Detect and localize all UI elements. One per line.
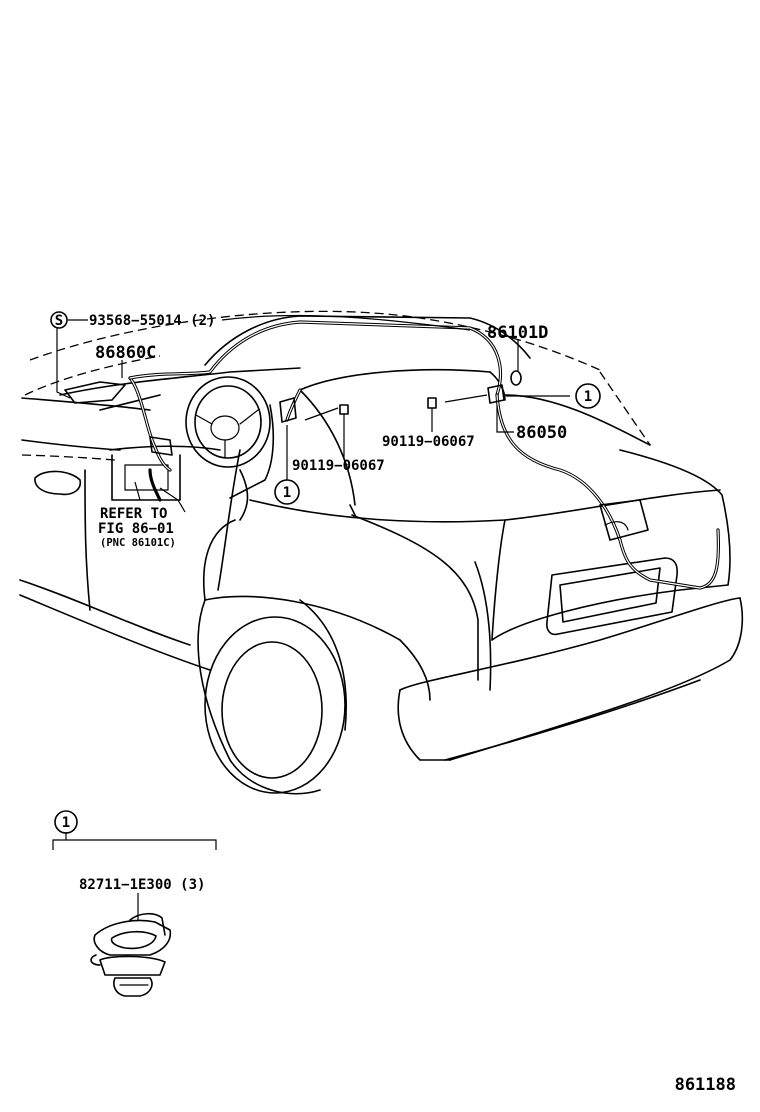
figure-number: 861188 [675,1075,736,1095]
part-label-86860c: 86860C [95,343,156,363]
refer-line-1: REFER TO [100,506,167,522]
interior-outline [59,367,301,521]
refer-line-2: FIG 86−01 [98,521,174,537]
clip-part-label: 82711−1E300 (3) [79,877,205,893]
circled-marker-right-text: 1 [584,389,592,405]
leader-lines [52,314,570,920]
circled-marker-right: 1 [575,383,601,409]
clamp-label-left: 90119−06067 [292,458,385,474]
screw-part-label: 93568−55014 (2) [89,313,215,329]
circled-marker-left-text: 1 [283,485,291,501]
circled-marker-detail: 1 [54,810,78,834]
clamp-label-right: 90119−06067 [382,434,475,450]
part-label-86050: 86050 [516,423,567,443]
screw-symbol-marker: S [50,311,68,329]
clip-detail-illustration [90,912,172,997]
circled-marker-left: 1 [274,479,300,505]
refer-line-3: (PNC 86101C) [100,537,176,549]
circled-marker-detail-text: 1 [62,815,70,831]
part-label-86101d: 86101D [487,323,548,343]
screw-symbol-text: S [55,313,63,329]
antenna-harness [64,320,721,590]
